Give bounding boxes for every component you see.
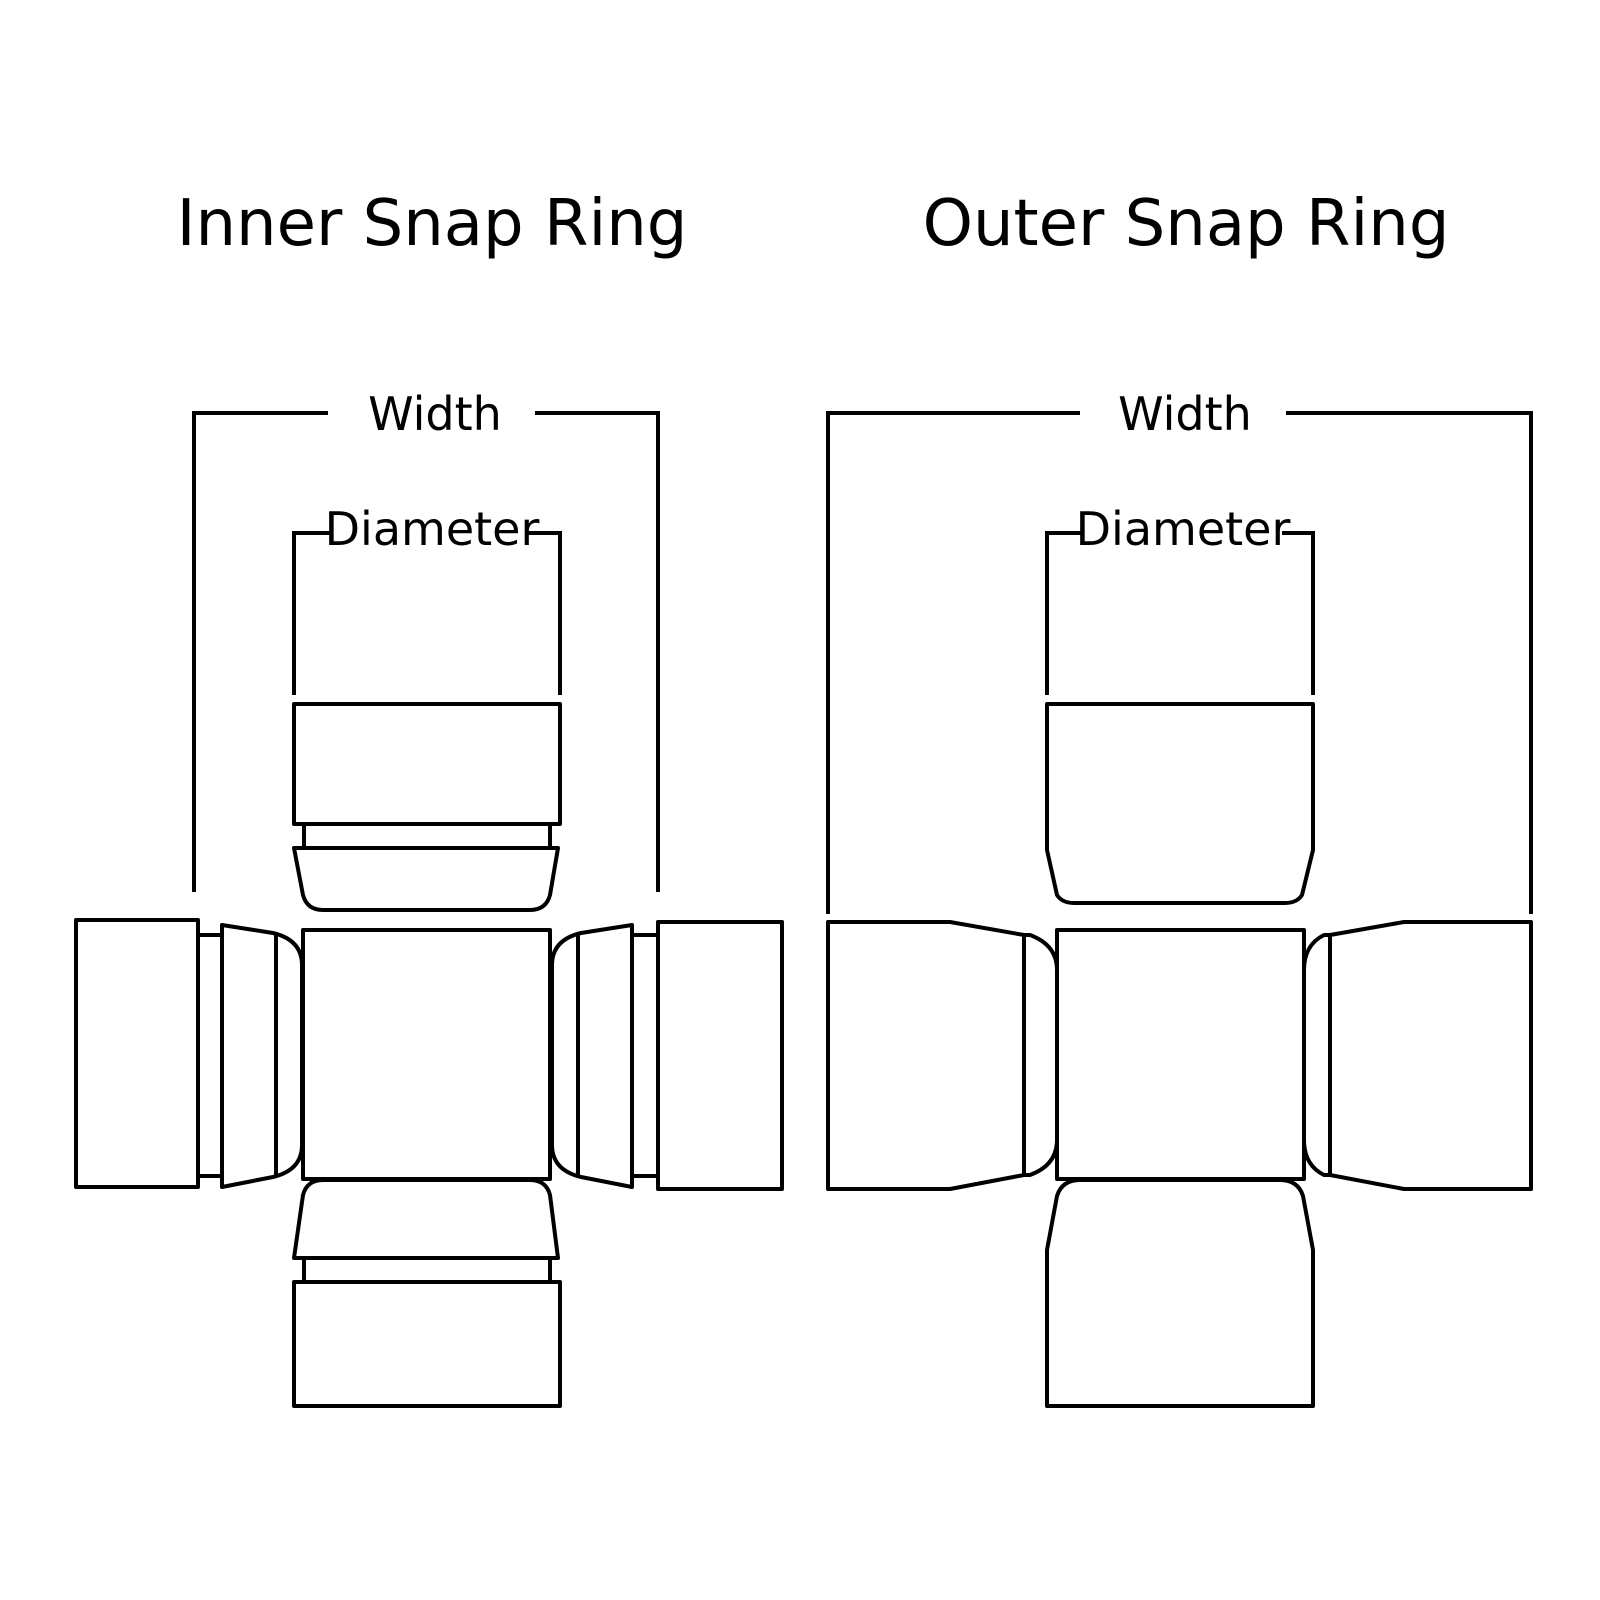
inner-left-snap-ring — [196, 933, 224, 1178]
inner-top-seal — [292, 846, 560, 912]
outer-snap-ring-panel: Outer Snap Ring Width Diameter — [826, 187, 1533, 1408]
inner-top-snap-ring — [302, 822, 552, 850]
inner-right-snap-ring — [630, 933, 660, 1178]
inner-top-bearing-cap — [292, 702, 562, 826]
outer-right-bearing-cap — [1328, 920, 1533, 1191]
outer-top-bearing-cap — [1045, 702, 1315, 905]
inner-panel-title: Inner Snap Ring — [177, 187, 688, 261]
inner-right-seal — [550, 923, 634, 1189]
inner-right-bearing-cap — [656, 920, 784, 1191]
inner-bottom-seal — [292, 1178, 560, 1260]
inner-diameter-label: Diameter — [325, 502, 540, 556]
inner-bottom-snap-ring — [302, 1256, 552, 1284]
inner-left-seal — [220, 923, 304, 1189]
inner-width-label: Width — [368, 387, 502, 441]
inner-center-body — [301, 928, 552, 1181]
outer-width-bracket — [826, 411, 1533, 914]
inner-diameter-bracket — [292, 531, 562, 695]
outer-diameter-label: Diameter — [1076, 502, 1291, 556]
outer-width-label: Width — [1118, 387, 1252, 441]
inner-left-bearing-cap — [74, 918, 200, 1189]
inner-width-bracket — [192, 411, 660, 892]
outer-diameter-bracket — [1045, 531, 1315, 695]
outer-panel-title: Outer Snap Ring — [923, 187, 1450, 261]
inner-snap-ring-panel: Inner Snap Ring Width Diameter — [74, 187, 784, 1408]
outer-left-seal — [1022, 933, 1059, 1177]
outer-u-joint — [826, 702, 1533, 1408]
outer-bottom-bearing-cap — [1045, 1178, 1315, 1408]
inner-bottom-bearing-cap — [292, 1280, 562, 1408]
outer-right-seal — [1302, 933, 1332, 1177]
inner-u-joint — [74, 702, 784, 1408]
outer-left-bearing-cap — [826, 920, 1026, 1191]
outer-center-body — [1055, 928, 1306, 1181]
